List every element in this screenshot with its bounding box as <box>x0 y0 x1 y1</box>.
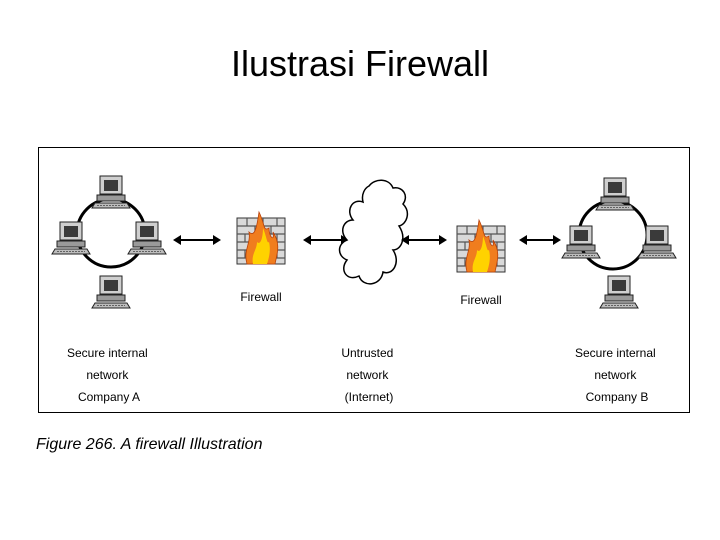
firewall-a-label: Firewall <box>240 290 281 304</box>
firewall-brick-wall-icon <box>236 211 286 265</box>
firewall-brick-wall-icon <box>456 219 506 273</box>
network-a-label: Secure internal network Company A <box>67 346 151 404</box>
network-b-label: Secure internal network Company B <box>575 346 659 404</box>
figure-caption: Figure 266. A firewall Illustration <box>36 436 263 453</box>
network-a-label-line: network <box>86 368 129 382</box>
network-b-label-line: Company B <box>586 390 649 404</box>
network-a-label-line: Company A <box>78 390 140 404</box>
network-ring-a <box>75 197 147 269</box>
internet-label: Untrusted network (Internet) <box>341 346 396 404</box>
internet-label-line: network <box>346 368 389 382</box>
firewall-diagram-svg: Firewall Firewall <box>51 175 677 404</box>
network-b-label-line: Secure internal <box>575 346 656 360</box>
double-arrow-icon <box>401 235 447 245</box>
computer-icon <box>51 221 91 255</box>
computer-icon <box>637 225 677 259</box>
computer-icon <box>127 221 167 255</box>
slide-title: Ilustrasi Firewall <box>230 43 490 84</box>
double-arrow-icon <box>173 235 221 245</box>
computer-icon <box>599 275 639 309</box>
computer-icon <box>595 177 635 211</box>
firewall-diagram: Firewall Firewall <box>38 147 690 413</box>
computer-icon <box>91 275 131 309</box>
internet-label-line: (Internet) <box>345 390 394 404</box>
firewall-b-label: Firewall <box>460 293 501 307</box>
network-a-label-line: Secure internal <box>67 346 148 360</box>
computer-icon <box>561 225 601 259</box>
internet-label-line: Untrusted <box>341 346 393 360</box>
network-b-label-line: network <box>594 368 637 382</box>
cloud-icon <box>338 179 409 285</box>
computer-icon <box>91 175 131 209</box>
double-arrow-icon <box>519 235 561 245</box>
